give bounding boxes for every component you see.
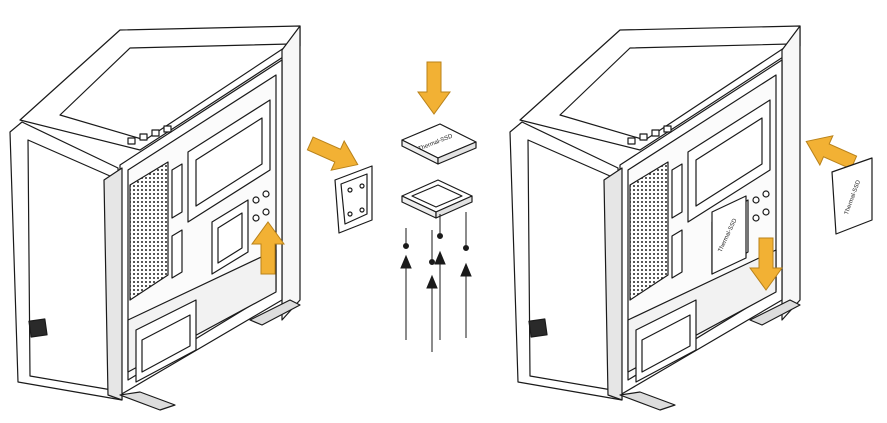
ssd-mounted: Thermal-SSD [711, 195, 747, 275]
out-arrow-icon [303, 128, 365, 180]
ssd-drive: Thermal-SSD [401, 123, 477, 165]
screw-arrow-3 [434, 214, 446, 340]
screw-arrow-1 [400, 228, 412, 340]
screw-arrows [400, 212, 472, 352]
ssd-bracket-tray [401, 179, 473, 219]
ssd-bracket-with-ssd: Thermal-SSD [831, 157, 873, 235]
ssd-bracket-removed [334, 165, 373, 234]
screw-arrow-4 [460, 212, 472, 338]
pc-case-left [9, 25, 301, 411]
pc-case-right [509, 25, 801, 411]
down-arrow-icon [417, 61, 451, 115]
screw-arrow-2 [426, 230, 438, 352]
